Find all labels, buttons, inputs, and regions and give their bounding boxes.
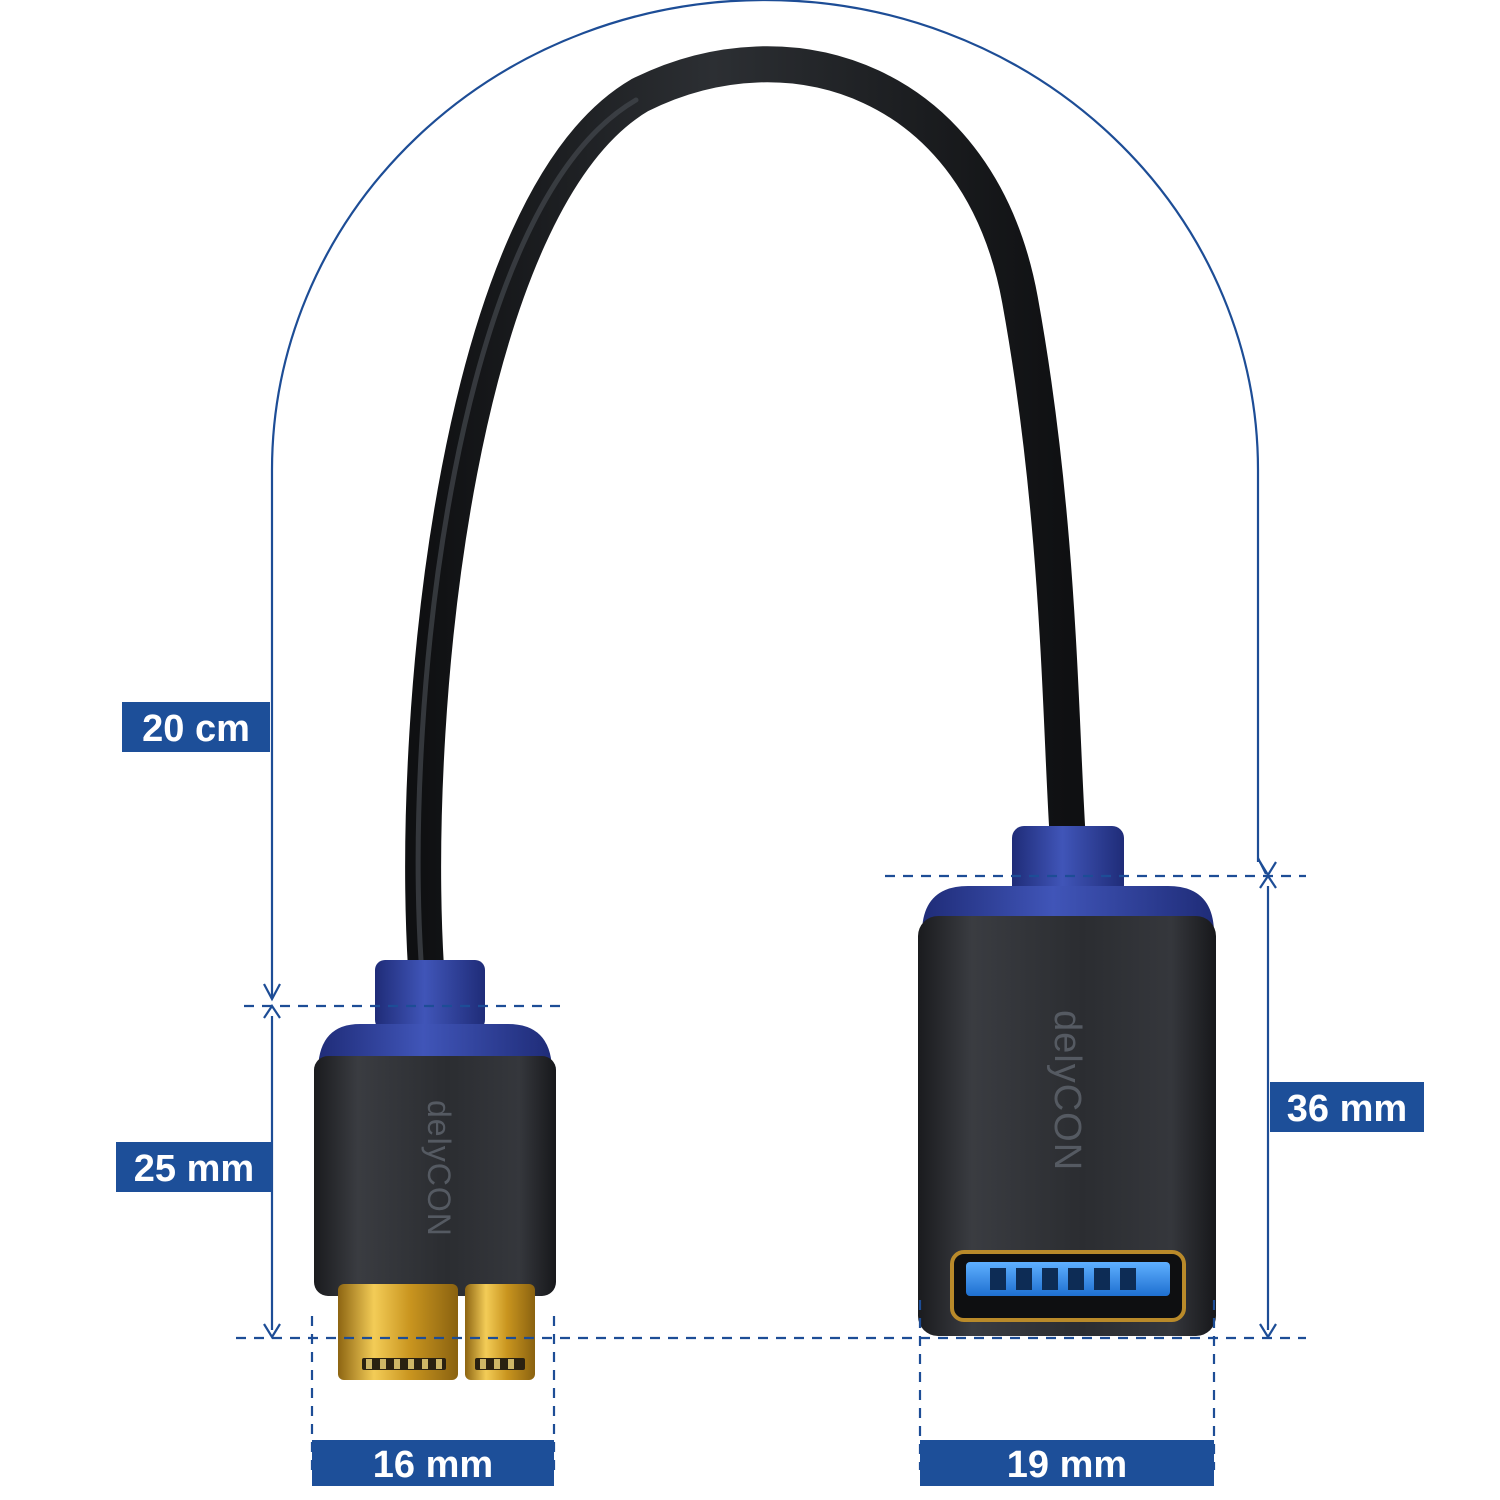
- usb-a-brand-logo: delyCON: [1046, 1010, 1088, 1171]
- label-usb-a-length-text: 36 mm: [1287, 1088, 1407, 1130]
- label-usb-a-width: 19 mm: [920, 1440, 1214, 1486]
- usb-cable: [405, 46, 1086, 986]
- micro-b-pins: [366, 1359, 514, 1369]
- usb-a-bottom-arrow-icon: [1259, 1323, 1277, 1340]
- micro-b-gold-plug-wide: [338, 1284, 458, 1380]
- micro-b-bottom-arrow-icon: [263, 1323, 281, 1340]
- label-cable-length-text: 20 cm: [142, 708, 250, 750]
- arch-left-arrow-icon: [263, 983, 281, 1002]
- micro-b-contact-slot: [362, 1358, 446, 1370]
- micro-b-housing: [314, 1056, 556, 1296]
- usb-a-strain-relief: [1012, 826, 1124, 898]
- micro-b-top-arrow-icon: [263, 1004, 281, 1019]
- micro-b-strain-relief: [375, 960, 485, 1030]
- usb-a-female-connector: delyCON: [918, 826, 1216, 1336]
- label-usb-a-length: 36 mm: [1270, 1082, 1424, 1132]
- label-cable-length: 20 cm: [122, 702, 270, 752]
- usb-a-housing: [918, 916, 1216, 1336]
- cable-length-arch-line: [270, 0, 1260, 998]
- label-micro-b-width-text: 16 mm: [373, 1444, 493, 1486]
- usb-a-length-dimension: [1259, 861, 1277, 1340]
- usb-a-port-pins: [990, 1268, 1136, 1290]
- label-usb-a-width-text: 19 mm: [1007, 1444, 1127, 1486]
- cable-highlight: [415, 97, 639, 963]
- micro-b-brand-logo: delyCON: [421, 1100, 457, 1237]
- label-micro-b-length-text: 25 mm: [134, 1148, 254, 1190]
- micro-b-connector: delyCON: [314, 960, 556, 1380]
- label-micro-b-width: 16 mm: [312, 1440, 554, 1486]
- label-micro-b-length: 25 mm: [116, 1142, 272, 1192]
- usb-a-upper-arrow-icon: [1259, 861, 1277, 878]
- micro-b-gold-plug-narrow: [465, 1284, 535, 1380]
